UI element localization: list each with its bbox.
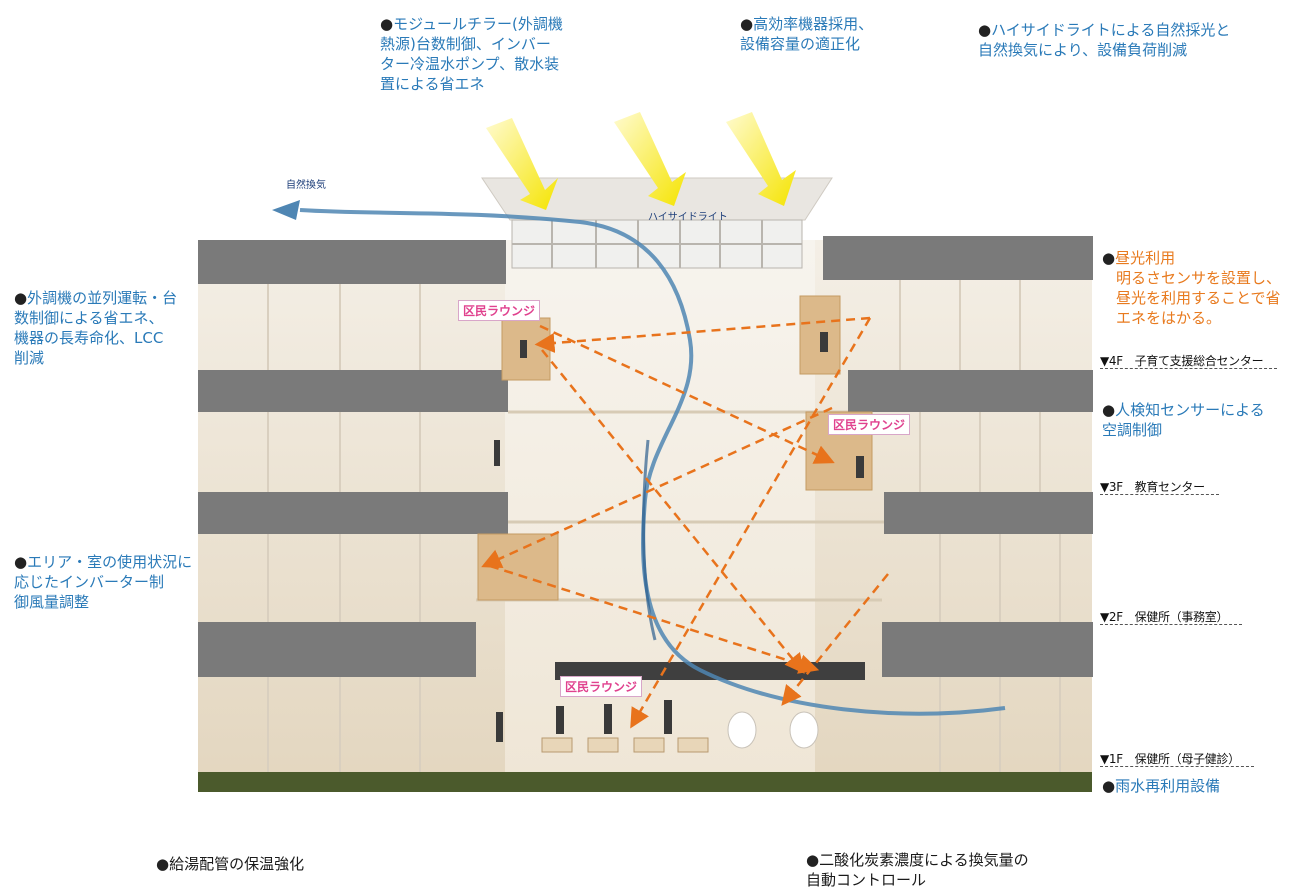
note-text: 明るさセンサを設置し、 昼光を利用することで省 エネをはかる。 <box>1116 269 1282 327</box>
floor-label-4f: ▼4F 子育て支援総合センター <box>1100 352 1278 369</box>
bullet: ● <box>1102 401 1116 419</box>
floor-text: ▼3F 教育センター <box>1100 480 1219 495</box>
note-daylight: ●昼光利用 明るさセンサを設置し、 昼光を利用することで省 エネをはかる。 <box>1102 248 1298 328</box>
note-sensor: ●人検知センサーによる 空調制御 <box>1102 400 1298 440</box>
airflow-arrowhead <box>272 200 300 220</box>
bullet: ● <box>978 21 992 39</box>
bullet: ● <box>1102 777 1116 795</box>
bullet: ● <box>380 15 394 33</box>
bullet: ● <box>1102 249 1116 267</box>
atrium <box>505 240 815 780</box>
label-high-side-light: ハイサイドライト <box>648 212 728 223</box>
daylight-arrows <box>481 316 889 729</box>
floor-label-2f: ▼2F 保健所（事務室） <box>1100 608 1243 625</box>
floor-text: ▼1F 保健所（母子健診） <box>1100 752 1254 767</box>
note-top-right: ●ハイサイドライトによる自然採光と 自然換気により、設備負荷削減 <box>978 20 1278 60</box>
ground <box>198 772 1092 792</box>
note-text: モジュールチラー(外調機 熱源)台数制御、インバー ター冷温水ポンプ、散水装 置… <box>380 15 563 93</box>
bullet: ● <box>14 289 28 307</box>
note-text: エリア・室の使用状況に 応じたインバーター制 御風量調整 <box>14 553 193 611</box>
note-left-lower: ●エリア・室の使用状況に 応じたインバーター制 御風量調整 <box>14 552 199 612</box>
sun-rays <box>486 112 796 210</box>
note-text: 外調機の並列運転・台 数制御による省エネ、 機器の長寿命化、LCC 削減 <box>14 289 178 367</box>
bullet: ● <box>14 553 28 571</box>
bullet: ● <box>156 855 170 873</box>
note-text: 雨水再利用設備 <box>1115 777 1221 795</box>
floor-text: ▼4F 子育て支援総合センター <box>1100 354 1278 369</box>
lounge-tag-4f: 区民ラウンジ <box>458 300 541 321</box>
note-top-left: ●モジュールチラー(外調機 熱源)台数制御、インバー ター冷温水ポンプ、散水装 … <box>380 14 610 94</box>
floor-text: ▼2F 保健所（事務室） <box>1100 610 1243 625</box>
note-text: 高効率機器採用、 設備容量の適正化 <box>740 15 874 53</box>
lounge-tag-1f: 区民ラウンジ <box>560 676 643 697</box>
note-title: 昼光利用 <box>1115 249 1176 267</box>
note-left-upper: ●外調機の並列運転・台 数制御による省エネ、 機器の長寿命化、LCC 削減 <box>14 288 199 368</box>
note-bottom-right: ●二酸化炭素濃度による換気量の 自動コントロール <box>806 850 1106 890</box>
note-rain: ●雨水再利用設備 <box>1102 776 1298 796</box>
note-text: 給湯配管の保温強化 <box>169 855 305 873</box>
floor-label-3f: ▼3F 教育センター <box>1100 478 1219 495</box>
airflow-path <box>299 208 1006 716</box>
note-text: 二酸化炭素濃度による換気量の 自動コントロール <box>806 851 1029 889</box>
bullet: ● <box>806 851 820 869</box>
label-natural-ventilation: 自然換気 <box>286 180 326 191</box>
floor-slabs <box>198 236 1093 677</box>
note-bottom-left: ●給湯配管の保温強化 <box>156 854 396 874</box>
note-top-middle: ●高効率機器採用、 設備容量の適正化 <box>740 14 920 54</box>
bullet: ● <box>740 15 754 33</box>
note-text: ハイサイドライトによる自然採光と 自然換気により、設備負荷削減 <box>978 21 1231 59</box>
note-text: 人検知センサーによる 空調制御 <box>1102 401 1265 439</box>
floor-label-1f: ▼1F 保健所（母子健診） <box>1100 750 1254 767</box>
people <box>494 332 864 742</box>
lounge-tag-3f: 区民ラウンジ <box>828 414 911 435</box>
